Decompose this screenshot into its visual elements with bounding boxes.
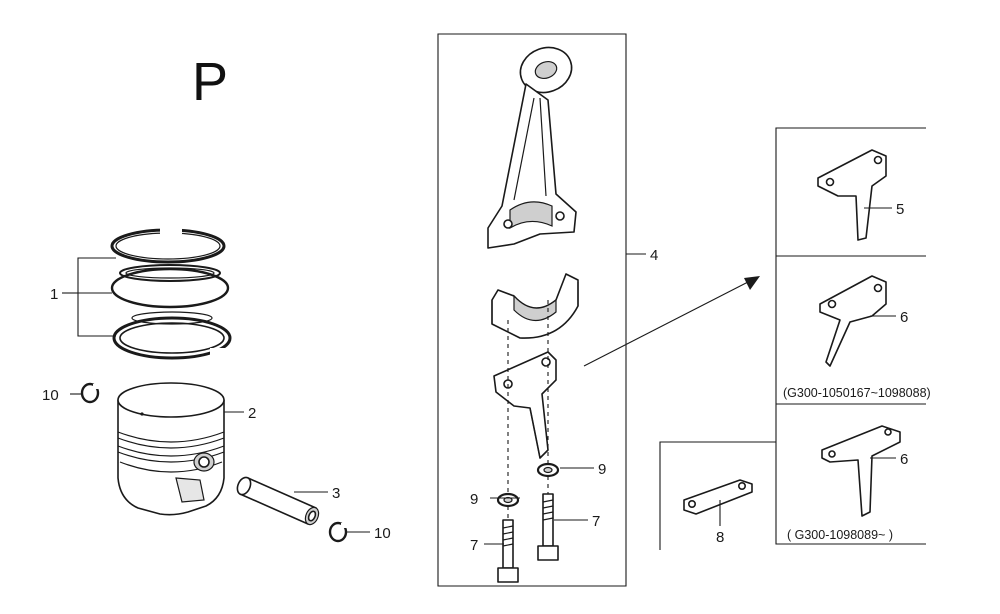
serial-range-2: ( G300-1098089~ )	[787, 528, 893, 542]
piston-rings	[110, 226, 232, 360]
dipper-variants-box	[775, 127, 926, 545]
lock-plate	[683, 479, 753, 515]
piston-pin	[236, 476, 320, 526]
callout-1: 1	[50, 286, 58, 303]
callout-6-upper: 6	[900, 309, 908, 326]
callout-9-left: 9	[470, 491, 478, 508]
callout-4: 4	[650, 247, 658, 264]
rod-cap	[491, 273, 579, 339]
piston	[117, 382, 225, 516]
conrod-bolt-left	[497, 519, 519, 583]
callout-6-lower: 6	[900, 451, 908, 468]
lock-plate-box	[659, 441, 776, 550]
section-letter: P	[192, 52, 228, 112]
callout-7-right: 7	[592, 513, 600, 530]
callout-7-left: 7	[470, 537, 478, 554]
connecting-rod	[487, 46, 577, 249]
callout-9-right: 9	[598, 461, 606, 478]
callout-2: 2	[248, 405, 256, 422]
callout-10-lower: 10	[374, 525, 391, 542]
serial-range-1: (G300-1050167~1098088)	[783, 386, 931, 400]
oil-dipper-6-straight	[821, 425, 901, 517]
oil-dipper-6-bent	[819, 275, 887, 367]
callout-8: 8	[716, 529, 724, 546]
conrod-assembly-box	[437, 33, 627, 587]
washer-right	[536, 462, 560, 478]
piston-pin-clip-upper	[80, 382, 100, 404]
oil-dipper-assembled	[493, 351, 557, 459]
callout-3: 3	[332, 485, 340, 502]
variant-reference-arrow	[583, 276, 760, 367]
conrod-bolt-right	[537, 493, 559, 561]
piston-pin-clip-lower	[328, 521, 348, 543]
ring-bracket	[77, 257, 116, 337]
oil-dipper-5	[817, 149, 887, 241]
washer-left	[496, 492, 520, 508]
callout-10-upper: 10	[42, 387, 59, 404]
callout-5: 5	[896, 201, 904, 218]
